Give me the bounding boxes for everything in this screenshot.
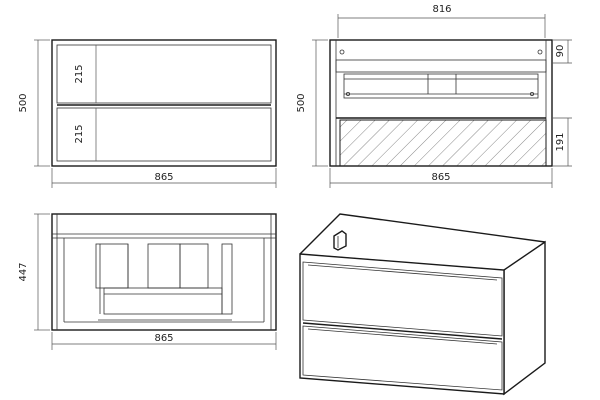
iso-top-drawer [302, 261, 503, 337]
back-width-label: 865 [431, 172, 450, 183]
iso-top-edge [299, 213, 546, 255]
front-outer-frame [51, 39, 277, 167]
back-height-label: 500 [296, 93, 307, 112]
front-height-dimension: 500 [18, 39, 50, 167]
back-width-dimension: 865 [329, 168, 553, 188]
back-inner-width-dimension: 816 [337, 4, 546, 38]
top-view: 447 865 [18, 213, 277, 350]
compartment-lower [103, 287, 223, 315]
back-top-offset-label: 90 [555, 45, 566, 58]
mount-hole-left [339, 49, 345, 55]
isometric-view [299, 213, 546, 396]
iso-hanging-bracket [333, 230, 347, 251]
back-hatch-height-label: 191 [555, 132, 566, 151]
top-depth-dimension: 447 [18, 213, 50, 331]
mount-hole-left-low [345, 92, 350, 97]
back-drawer-slot [343, 73, 539, 99]
drawer-height-top-label: 215 [74, 64, 85, 83]
back-hatched-panel [339, 119, 547, 167]
compartment-mid-right [179, 243, 209, 289]
top-depth-label: 447 [18, 262, 29, 281]
mount-hole-right [537, 49, 543, 55]
top-width-label: 865 [154, 333, 173, 344]
front-top-drawer [56, 44, 272, 104]
back-right-dimensions: 90 191 [552, 39, 572, 167]
front-height-label: 500 [18, 93, 29, 112]
top-outer-frame [51, 213, 277, 331]
front-width-dimension: 865 [51, 168, 277, 188]
back-view: 816 500 90 191 865 [296, 4, 572, 188]
iso-front-face [299, 253, 505, 395]
back-height-dimension: 500 [296, 39, 328, 167]
drawer-height-bottom-label: 215 [74, 124, 85, 143]
back-top-rail [335, 59, 547, 73]
compartment-left [95, 243, 129, 289]
iso-side-panel [503, 240, 546, 396]
compartment-right [221, 243, 233, 315]
back-inner-width-label: 816 [432, 4, 451, 15]
front-drawer-dimensions: 215 215 [74, 45, 97, 161]
front-bottom-drawer [56, 107, 272, 162]
front-width-label: 865 [154, 172, 173, 183]
compartment-mid-left [147, 243, 181, 289]
iso-bottom-drawer [302, 325, 503, 391]
top-width-dimension: 865 [51, 332, 277, 350]
mount-hole-right-low [530, 92, 535, 97]
front-view: 500 215 215 865 [18, 39, 277, 188]
